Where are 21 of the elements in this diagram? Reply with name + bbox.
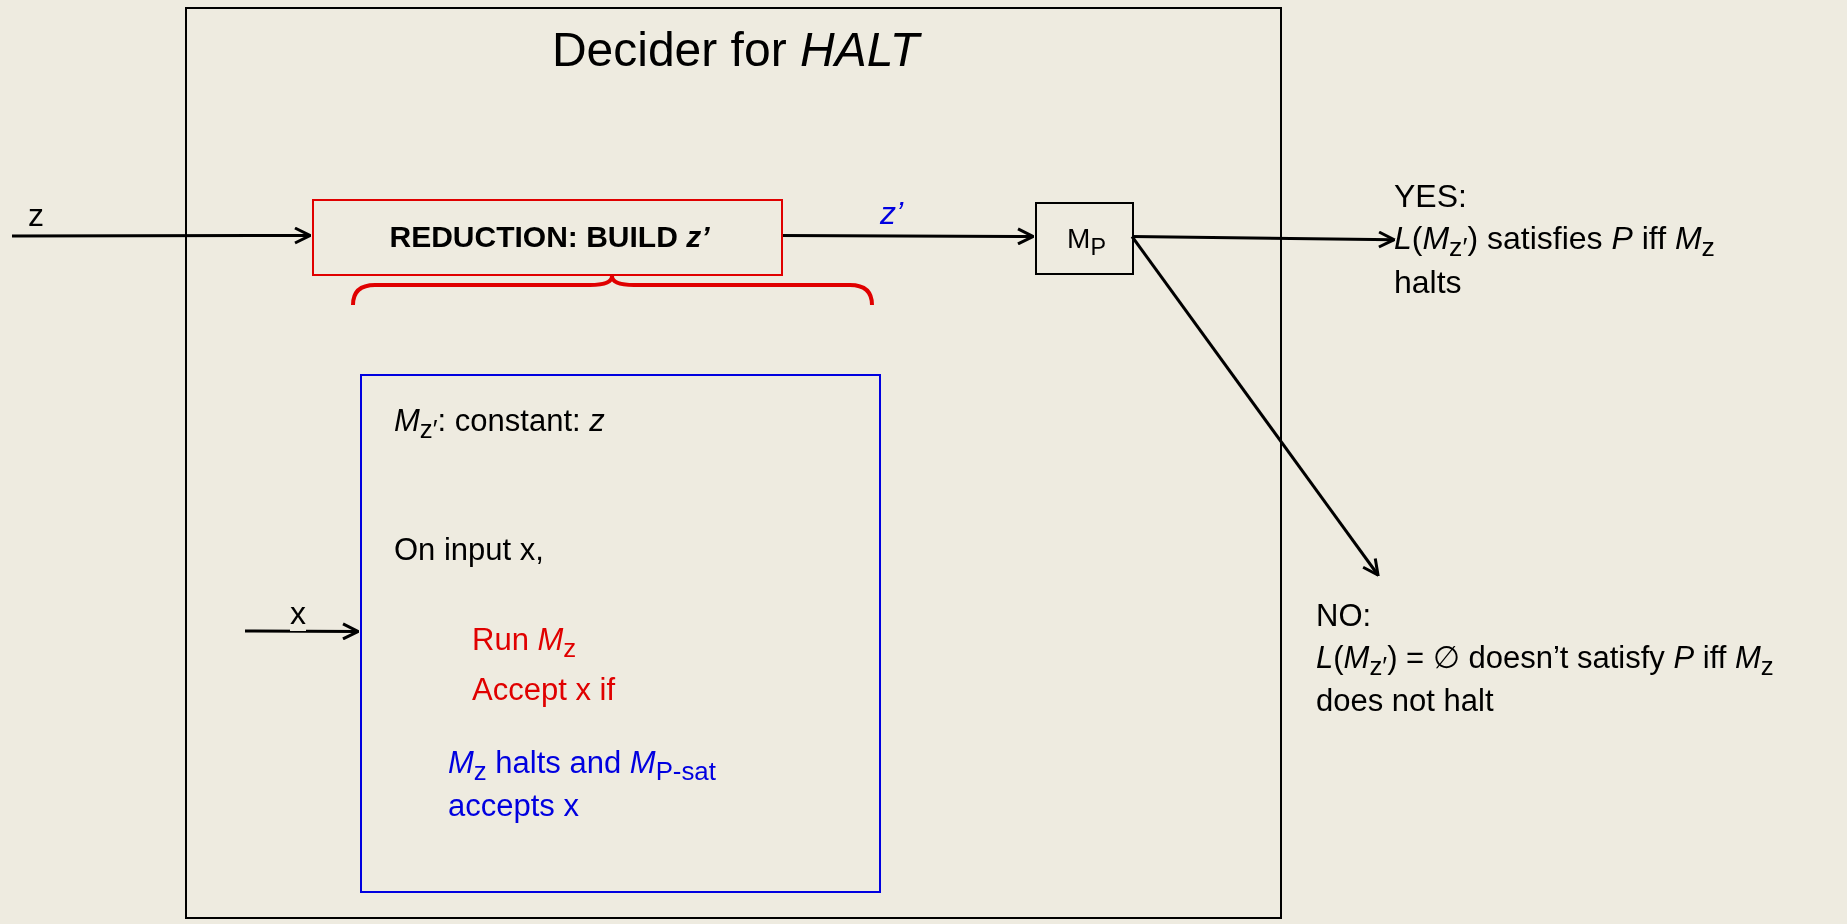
arrow (1131, 230, 1396, 249)
machine-box (1035, 202, 1134, 275)
text-line: Accept x if (472, 671, 615, 709)
box-title: Decider for HALT (550, 22, 923, 78)
reduction-box (312, 199, 783, 276)
arrow (781, 227, 1035, 246)
text-line: Run M$_{z}$ (472, 621, 577, 665)
box-label: M$_{P}$ (1066, 222, 1107, 262)
result-text: L(M$_{z′}$) = ∅ doesn’t satisfy P iff M$_{z}$ does not halt (1316, 639, 1775, 720)
arrow (245, 622, 360, 641)
text-line: M$_{z}$ halts and M$_{P-sat}$ accepts x (448, 744, 717, 825)
arrow (1130, 235, 1380, 577)
result-heading: NO: (1316, 597, 1372, 635)
result-heading: YES: (1394, 177, 1467, 216)
text-line: On input x, (394, 531, 544, 569)
machine-heading: M$_{z′}$: constant: z (394, 402, 605, 446)
result-text: L(M$_{z′}$) satisfies P iff M$_{z}$ halts (1394, 219, 1716, 302)
box-label: REDUCTION: BUILD z’ (388, 219, 711, 255)
machine-description-box (360, 374, 881, 893)
decider-box (185, 7, 1282, 919)
arrow (12, 226, 312, 245)
